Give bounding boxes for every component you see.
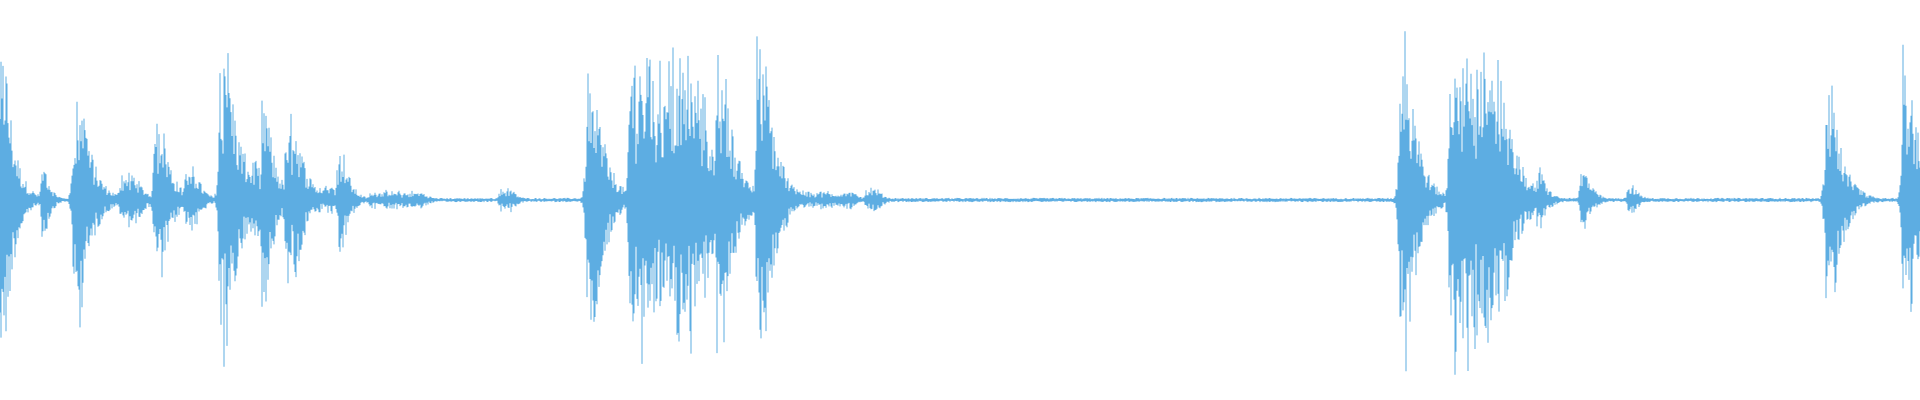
waveform-path xyxy=(0,31,1920,375)
